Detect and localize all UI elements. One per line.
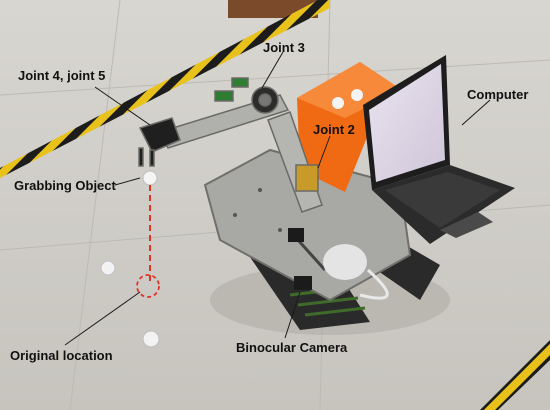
- label-computer: Computer: [467, 87, 529, 102]
- grabbed-ball: [142, 170, 158, 186]
- robot-arm: [138, 77, 323, 213]
- label-joint-3: Joint 3: [263, 40, 305, 55]
- binocular-camera: [288, 228, 389, 300]
- label-joint-4-5: Joint 4, joint 5: [18, 68, 106, 83]
- orange-basket: [297, 62, 402, 192]
- laptop: [363, 55, 515, 244]
- label-joint-2: Joint 2: [313, 122, 355, 137]
- leader-lines: [64, 51, 491, 346]
- label-binocular-camera: Binocular Camera: [236, 340, 348, 355]
- label-grabbing-object: Grabbing Object: [14, 178, 116, 193]
- original-location-marker: [136, 274, 160, 298]
- floor-balls: [100, 260, 160, 348]
- label-original-location: Original location: [10, 348, 113, 363]
